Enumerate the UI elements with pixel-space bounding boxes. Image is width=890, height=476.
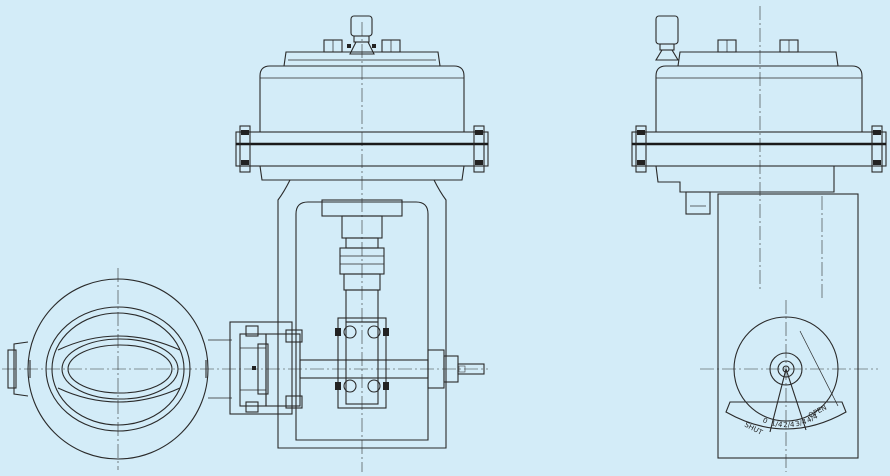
dial-tick-label: 2/4 [783,421,795,430]
side-actuator-cover [655,39,863,133]
dial-pointer [769,368,787,433]
dial-tick-label: 1/4 [771,419,784,429]
side-indicator [655,15,679,61]
lever-linkage [335,317,389,409]
top-indicator [347,15,376,55]
yoke [277,179,447,449]
side-actuator-flange [631,125,887,193]
front-view [2,15,489,472]
dial-tick-label: 3/4 [794,417,808,428]
dial-tick-label: 0 [761,416,768,425]
actuator-flange [235,125,489,181]
dial-scale-band [725,401,847,430]
mounting-bracket [229,321,303,415]
valve-shaft [299,310,485,398]
butterfly-valve-body [7,278,232,460]
side-bracket [685,191,859,459]
stem-coupling [339,237,385,323]
